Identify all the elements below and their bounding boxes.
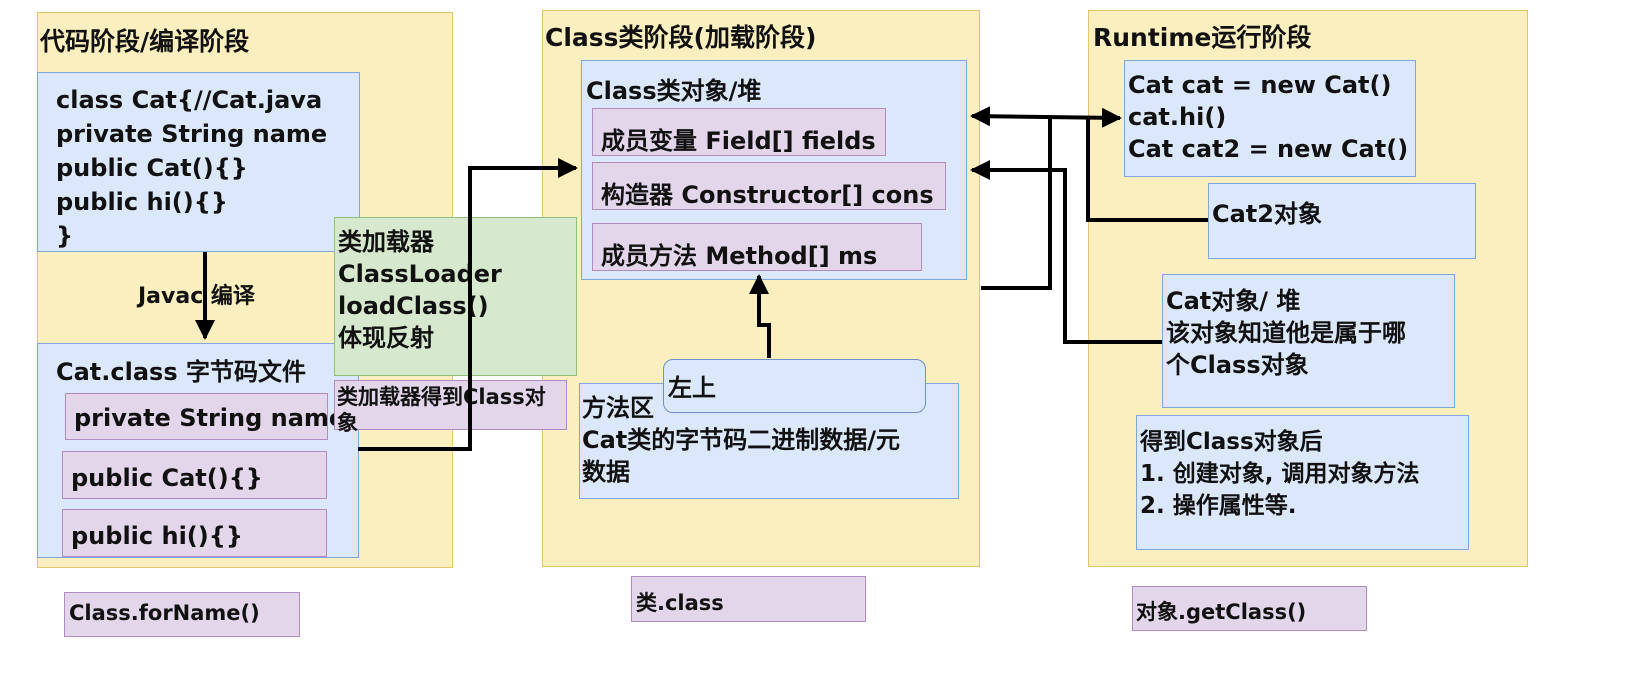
- source-line: }: [56, 222, 74, 250]
- after-class-line: 2. 操作属性等.: [1140, 493, 1297, 519]
- source-code-box: class Cat{//Cat.java private String name…: [37, 72, 360, 252]
- classloader-line: loadClass(): [338, 292, 489, 320]
- getclass-label: 对象.getClass(): [1132, 586, 1367, 631]
- class-object-constructors: 构造器 Constructor[] cons: [592, 162, 946, 210]
- bytecode-field: private String name: [65, 393, 345, 440]
- classloader-line: 类加载器: [338, 228, 434, 256]
- getclass-text: 对象.getClass(): [1136, 600, 1307, 624]
- after-class-line: 得到Class对象后: [1140, 429, 1323, 455]
- tooltip-box: 左上: [663, 359, 926, 413]
- runtime-code-line: Cat cat = new Cat(): [1128, 71, 1392, 99]
- runtime-vertical-line: [981, 116, 1052, 290]
- class-object-fields: 成员变量 Field[] fields: [592, 108, 886, 156]
- runtime-code-box: Cat cat = new Cat() cat.hi() Cat cat2 = …: [1124, 60, 1416, 177]
- classloader-line: 体现反射: [338, 324, 434, 352]
- cat-object-box: Cat对象/ 堆 该对象知道他是属于哪 个Class对象: [1162, 274, 1455, 408]
- cat-object-line: Cat对象/ 堆: [1166, 287, 1301, 315]
- javac-label: Javac 编译: [138, 284, 255, 309]
- cat2-object-box: Cat2对象: [1208, 183, 1476, 259]
- stage-code-title: 代码阶段/编译阶段: [40, 27, 250, 56]
- after-class-box: 得到Class对象后 1. 创建对象, 调用对象方法 2. 操作属性等.: [1136, 415, 1469, 550]
- method-area-line: 方法区: [582, 394, 654, 422]
- dotclass-label: 类.class: [631, 576, 866, 622]
- class-runtime-arrow: [970, 106, 1122, 128]
- dotclass-text: 类.class: [636, 591, 724, 615]
- class-object-methods: 成员方法 Method[] ms: [592, 223, 922, 271]
- load-arrow: [358, 158, 578, 451]
- forname-label: Class.forName(): [64, 592, 300, 637]
- classloader-note: 类加载器得到Class对象: [334, 380, 567, 435]
- bytecode-method: public hi(){}: [62, 509, 327, 557]
- method-area-line: 数据: [582, 458, 630, 486]
- cat-object-line: 该对象知道他是属于哪: [1166, 319, 1406, 347]
- classloader-note-text: 类加载器得到Class对象: [337, 385, 546, 435]
- source-line: public Cat(){}: [56, 154, 248, 182]
- tooltip-text: 左上: [668, 374, 716, 402]
- classloader-line: ClassLoader: [338, 260, 502, 288]
- runtime-code-line: Cat cat2 = new Cat(): [1128, 135, 1409, 163]
- bytecode-title: Cat.class 字节码文件: [56, 358, 306, 386]
- stage-class-title: Class类阶段(加载阶段): [545, 23, 817, 52]
- cat-object-line: 个Class对象: [1166, 351, 1309, 379]
- bytecode-constructor: public Cat(){}: [62, 451, 327, 499]
- cat2-object-text: Cat2对象: [1212, 200, 1322, 228]
- source-line: class Cat{//Cat.java: [56, 86, 323, 114]
- stage-runtime-title: Runtime运行阶段: [1093, 23, 1312, 52]
- method-area-line: Cat类的字节码二进制数据/元: [582, 426, 901, 454]
- method-area-arrow: [749, 274, 771, 358]
- runtime-code-line: cat.hi(): [1128, 103, 1227, 131]
- source-line: public hi(){}: [56, 188, 228, 216]
- source-line: private String name: [56, 120, 328, 148]
- cat-object-arrow: [970, 160, 1162, 344]
- class-object-title: Class类对象/堆: [586, 77, 762, 105]
- cat2-arrow: [1086, 118, 1208, 222]
- classloader-box: 类加载器 ClassLoader loadClass() 体现反射: [334, 217, 577, 376]
- forname-text: Class.forName(): [69, 601, 260, 625]
- after-class-line: 1. 创建对象, 调用对象方法: [1140, 461, 1420, 487]
